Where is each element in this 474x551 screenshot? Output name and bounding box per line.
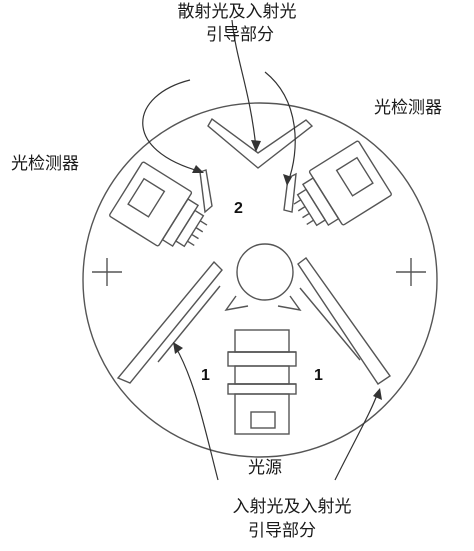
arrowhead-bottom-right — [373, 388, 382, 400]
right-crosshair — [396, 258, 426, 286]
label-bottom-line2: 引导部分 — [248, 521, 316, 541]
arrowhead-bottom-left — [173, 342, 183, 354]
arrowhead-top-left — [192, 165, 204, 173]
right-connector — [277, 295, 302, 311]
left-inner-guide — [199, 169, 213, 214]
right-inner-guide — [283, 172, 297, 213]
label-top-line2: 引导部分 — [206, 25, 274, 45]
leader-top-left — [142, 79, 203, 173]
region-number-2: 2 — [234, 200, 243, 217]
right-detector-drawing — [293, 140, 392, 227]
outer-disk — [82, 102, 438, 458]
left-connector — [224, 295, 249, 311]
left-detector-drawing — [109, 161, 208, 248]
lower-left-guide-inner — [157, 285, 221, 363]
arrowhead-top-center — [251, 140, 261, 152]
leader-top-center — [231, 19, 257, 149]
lower-right-guide — [297, 257, 391, 385]
lower-left-guide — [116, 260, 223, 384]
label-detector-left: 光检测器 — [11, 154, 79, 174]
leader-top-right — [264, 71, 296, 183]
left-crosshair — [92, 258, 122, 286]
label-source: 光源 — [248, 458, 282, 478]
label-bottom-line1: 入射光及入射光 — [232, 497, 352, 517]
label-detector-right: 光检测器 — [374, 98, 442, 118]
lower-right-guide-inner — [299, 287, 361, 361]
leader-bottom-left — [174, 345, 219, 481]
arrowhead-top-right — [283, 174, 292, 186]
light-source-drawing — [227, 329, 297, 435]
region-number-1-right: 1 — [314, 367, 323, 384]
region-number-1-left: 1 — [201, 367, 210, 384]
top-v-guide — [207, 117, 314, 169]
label-top-line1: 散射光及入射光 — [177, 2, 297, 22]
central-hole — [236, 243, 294, 301]
leader-bottom-right — [334, 391, 379, 481]
